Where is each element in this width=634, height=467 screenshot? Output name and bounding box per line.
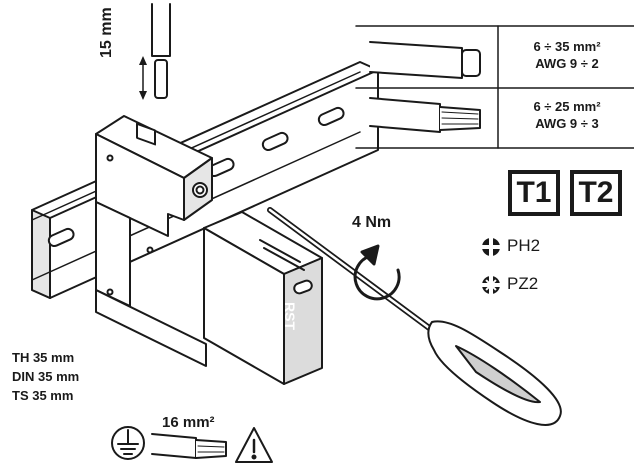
bit-label-pz: PZ2 [507, 274, 539, 293]
cable-awg: AWG 9 ÷ 2 [535, 56, 599, 71]
class-badge-t2: T2 [570, 170, 622, 216]
earth-cable-section: 16 mm² [162, 414, 215, 431]
module-brand: RST [282, 302, 298, 330]
rotation-arrow-icon [353, 244, 401, 301]
mounting-rail-item: DIN 35 mm [12, 369, 80, 384]
strip-length-label: 15 mm [98, 7, 115, 58]
torque-label: 4 Nm [352, 214, 392, 231]
cable-section: 6 ÷ 35 mm² [533, 39, 601, 54]
cable-awg: AWG 9 ÷ 3 [535, 116, 599, 131]
cable-row-stranded: 6 ÷ 25 mm² AWG 9 ÷ 3 [500, 98, 634, 132]
stranded-conductor-icon [369, 97, 481, 133]
earth-ground-icon [111, 426, 145, 460]
cable-section: 6 ÷ 25 mm² [533, 99, 601, 114]
strip-wire [139, 3, 171, 100]
cable-table [355, 25, 634, 149]
phillips-icon [481, 237, 501, 257]
earth-cable [151, 433, 227, 459]
warning-icon [235, 427, 273, 463]
pozidriv-icon [481, 275, 501, 295]
class-badge-t1: T1 [508, 170, 560, 216]
protection-module [203, 211, 323, 385]
mounting-rail-item: TS 35 mm [12, 388, 74, 403]
mounting-rail-list: TH 35 mm DIN 35 mm TS 35 mm [12, 348, 79, 405]
spd-base [95, 115, 213, 367]
bit-label-ph: PH2 [507, 236, 541, 255]
cable-row-solid: 6 ÷ 35 mm² AWG 9 ÷ 2 [500, 38, 634, 72]
solid-conductor-icon [369, 41, 481, 79]
mounting-rail-item: TH 35 mm [12, 350, 75, 365]
